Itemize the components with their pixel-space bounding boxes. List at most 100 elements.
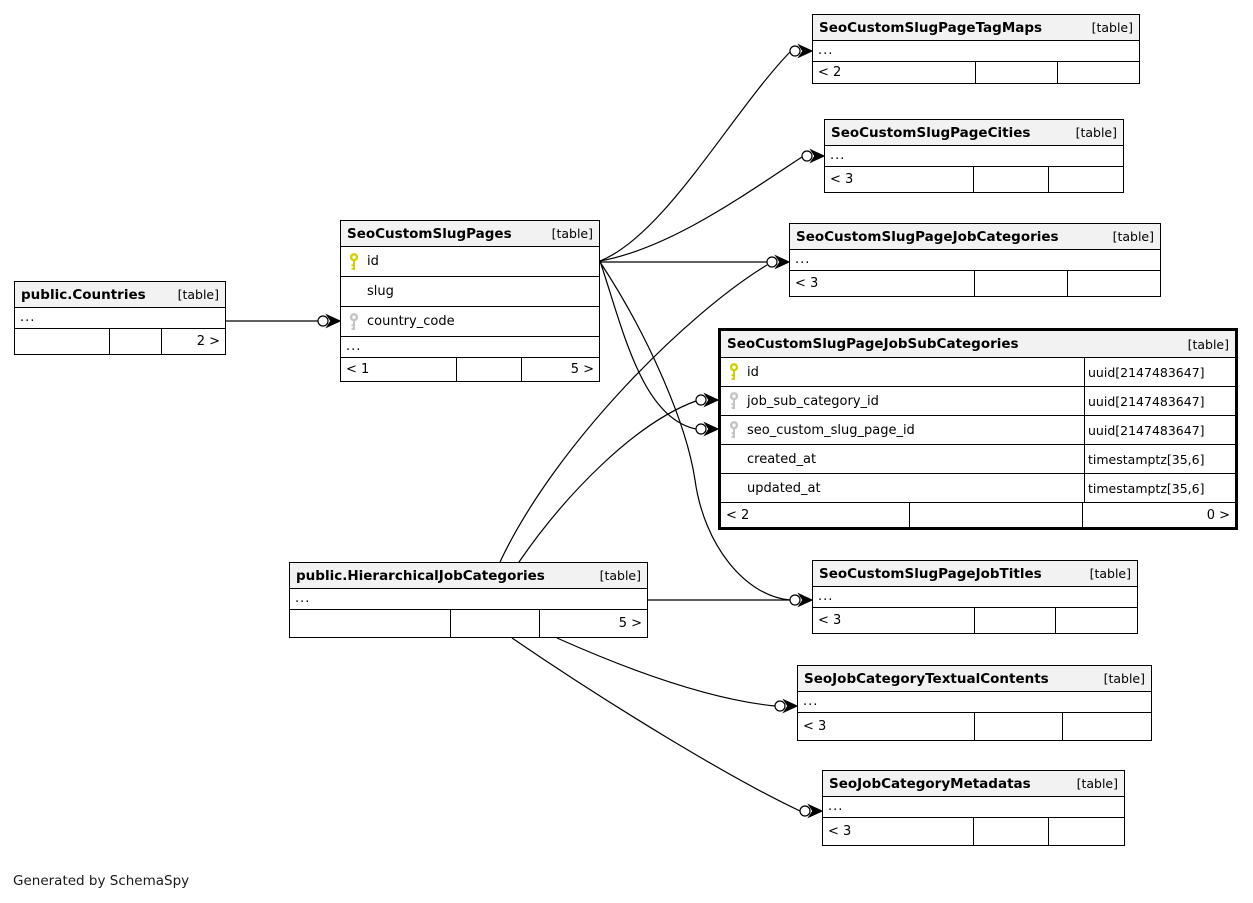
collapsed-columns-row: ... bbox=[825, 146, 1123, 167]
table-seocustomslugpagetagmaps[interactable]: SeoCustomSlugPageTagMaps [table] ... < 2 bbox=[812, 14, 1140, 84]
arrowhead-icon bbox=[774, 254, 791, 270]
table-footer: 5 > bbox=[290, 610, 647, 637]
collapsed-columns-row: ... bbox=[798, 692, 1151, 713]
collapsed-columns-row: ... bbox=[813, 587, 1137, 608]
footer-child-count: 5 > bbox=[570, 362, 594, 377]
table-type-label: [table] bbox=[1103, 671, 1145, 686]
table-header: SeoJobCategoryTextualContents [table] bbox=[798, 666, 1151, 692]
cardinality-circle-icon bbox=[766, 256, 778, 268]
connector-hierarchical-jobsubcategories bbox=[518, 392, 720, 563]
table-type-label: [table] bbox=[1187, 336, 1229, 352]
cardinality-circle-icon bbox=[774, 700, 786, 712]
arrowhead-icon bbox=[703, 421, 720, 437]
footer-parent-count: < 2 bbox=[813, 62, 976, 83]
footer-mid-cell bbox=[976, 62, 1058, 83]
column-row-id: id bbox=[341, 247, 599, 277]
table-footer: < 1 5 > bbox=[341, 358, 599, 381]
column-name: slug bbox=[367, 284, 394, 299]
footer-child-count: 5 > bbox=[618, 616, 642, 631]
table-public-countries[interactable]: public.Countries [table] ... 2 > bbox=[14, 281, 226, 355]
connector-hierarchical-jobtitles bbox=[648, 592, 814, 608]
cardinality-circle-icon bbox=[695, 394, 707, 406]
collapsed-columns-row: ... bbox=[341, 337, 599, 358]
footer-child-count bbox=[1058, 62, 1140, 83]
footer-mid-cell bbox=[910, 503, 1083, 527]
footer-parent-count: < 3 bbox=[823, 818, 974, 845]
arrowhead-icon bbox=[797, 43, 814, 59]
table-header: SeoCustomSlugPageCities [table] bbox=[825, 120, 1123, 146]
column-name: created_at bbox=[747, 451, 817, 467]
table-seocustomslugpagejobsubcategories[interactable]: SeoCustomSlugPageJobSubCategories [table… bbox=[718, 328, 1238, 530]
table-type-label: [table] bbox=[1089, 566, 1131, 581]
footer-mid-cell bbox=[457, 358, 522, 381]
column-row-id: id uuid[2147483647] bbox=[721, 358, 1235, 387]
table-footer: 2 > bbox=[15, 329, 225, 354]
arrowhead-icon bbox=[809, 148, 826, 164]
arrowhead-icon bbox=[325, 313, 342, 329]
table-public-hierarchicaljobcategories[interactable]: public.HierarchicalJobCategories [table]… bbox=[289, 562, 648, 638]
footer-parent-count: < 2 bbox=[721, 503, 911, 527]
connector-slugpages-cities bbox=[599, 148, 826, 262]
column-type: timestamptz[35,6] bbox=[1084, 474, 1235, 502]
table-footer: < 3 bbox=[790, 271, 1160, 296]
foreign-key-icon bbox=[341, 312, 367, 331]
footer-parent-count: < 1 bbox=[341, 358, 458, 381]
generated-by-note: Generated by SchemaSpy bbox=[13, 873, 190, 889]
table-seocustomslugpagejobcategories[interactable]: SeoCustomSlugPageJobCategories [table] .… bbox=[789, 223, 1161, 297]
footer-mid-cell bbox=[975, 713, 1063, 740]
table-type-label: [table] bbox=[1076, 776, 1118, 791]
connector-hierarchical-textualcontents bbox=[556, 637, 799, 714]
arrowhead-icon bbox=[782, 698, 799, 714]
table-header: SeoJobCategoryMetadatas [table] bbox=[823, 771, 1124, 797]
table-footer: < 3 bbox=[825, 167, 1123, 192]
column-row-seo-custom-slug-page-id: seo_custom_slug_page_id uuid[2147483647] bbox=[721, 416, 1235, 445]
collapsed-columns-row: ... bbox=[290, 589, 647, 610]
table-footer: < 3 bbox=[798, 713, 1151, 740]
connector-slugpages-jobtitles bbox=[599, 261, 791, 601]
footer-parent-count: < 3 bbox=[790, 271, 975, 296]
footer-child-count bbox=[1049, 818, 1124, 845]
table-title: SeoCustomSlugPageJobSubCategories bbox=[727, 336, 1019, 352]
table-title: SeoCustomSlugPages bbox=[347, 225, 512, 242]
cardinality-circle-icon bbox=[789, 45, 801, 57]
column-type: uuid[2147483647] bbox=[1084, 358, 1235, 386]
table-type-label: [table] bbox=[1091, 20, 1133, 35]
table-title: SeoJobCategoryTextualContents bbox=[804, 670, 1049, 687]
foreign-key-icon bbox=[721, 421, 747, 439]
table-seocustomslugpagejobtitles[interactable]: SeoCustomSlugPageJobTitles [table] ... <… bbox=[812, 560, 1138, 634]
table-title: public.Countries bbox=[21, 286, 146, 303]
footer-mid-cell bbox=[975, 608, 1056, 633]
column-row-updated-at: updated_at timestamptz[35,6] bbox=[721, 474, 1235, 503]
collapsed-columns-row: ... bbox=[15, 308, 225, 329]
cardinality-circle-icon bbox=[789, 594, 801, 606]
footer-child-count bbox=[1049, 167, 1124, 192]
table-type-label: [table] bbox=[599, 568, 641, 583]
column-row-created-at: created_at timestamptz[35,6] bbox=[721, 445, 1235, 474]
table-header: SeoCustomSlugPageJobCategories [table] bbox=[790, 224, 1160, 250]
arrowhead-icon bbox=[703, 392, 720, 408]
footer-child-count bbox=[1056, 608, 1137, 633]
column-name: id bbox=[367, 254, 379, 269]
footer-child-count: 0 > bbox=[1206, 507, 1230, 523]
table-title: SeoCustomSlugPageCities bbox=[831, 124, 1031, 141]
cardinality-circle-icon bbox=[695, 423, 707, 435]
table-title: SeoCustomSlugPageJobTitles bbox=[819, 565, 1042, 582]
footer-parent-count bbox=[290, 610, 451, 637]
footer-mid-cell bbox=[975, 271, 1068, 296]
collapsed-columns-row: ... bbox=[790, 250, 1160, 271]
table-seocustomslugpagecities[interactable]: SeoCustomSlugPageCities [table] ... < 3 bbox=[824, 119, 1124, 193]
column-type: uuid[2147483647] bbox=[1084, 387, 1235, 415]
table-seojobcategorymetadatas[interactable]: SeoJobCategoryMetadatas [table] ... < 3 bbox=[822, 770, 1125, 846]
table-header: SeoCustomSlugPageJobTitles [table] bbox=[813, 561, 1137, 587]
table-type-label: [table] bbox=[1112, 229, 1154, 244]
column-name: updated_at bbox=[747, 480, 821, 496]
table-footer: < 3 bbox=[823, 818, 1124, 845]
table-title: SeoCustomSlugPageJobCategories bbox=[796, 228, 1059, 245]
table-header: SeoCustomSlugPageJobSubCategories [table… bbox=[721, 331, 1235, 358]
table-title: public.HierarchicalJobCategories bbox=[296, 567, 545, 584]
table-seojobcategorytextualcontents[interactable]: SeoJobCategoryTextualContents [table] ..… bbox=[797, 665, 1152, 741]
table-seocustomslugpages[interactable]: SeoCustomSlugPages [table] id slug bbox=[340, 220, 600, 382]
footer-mid-cell bbox=[974, 818, 1049, 845]
